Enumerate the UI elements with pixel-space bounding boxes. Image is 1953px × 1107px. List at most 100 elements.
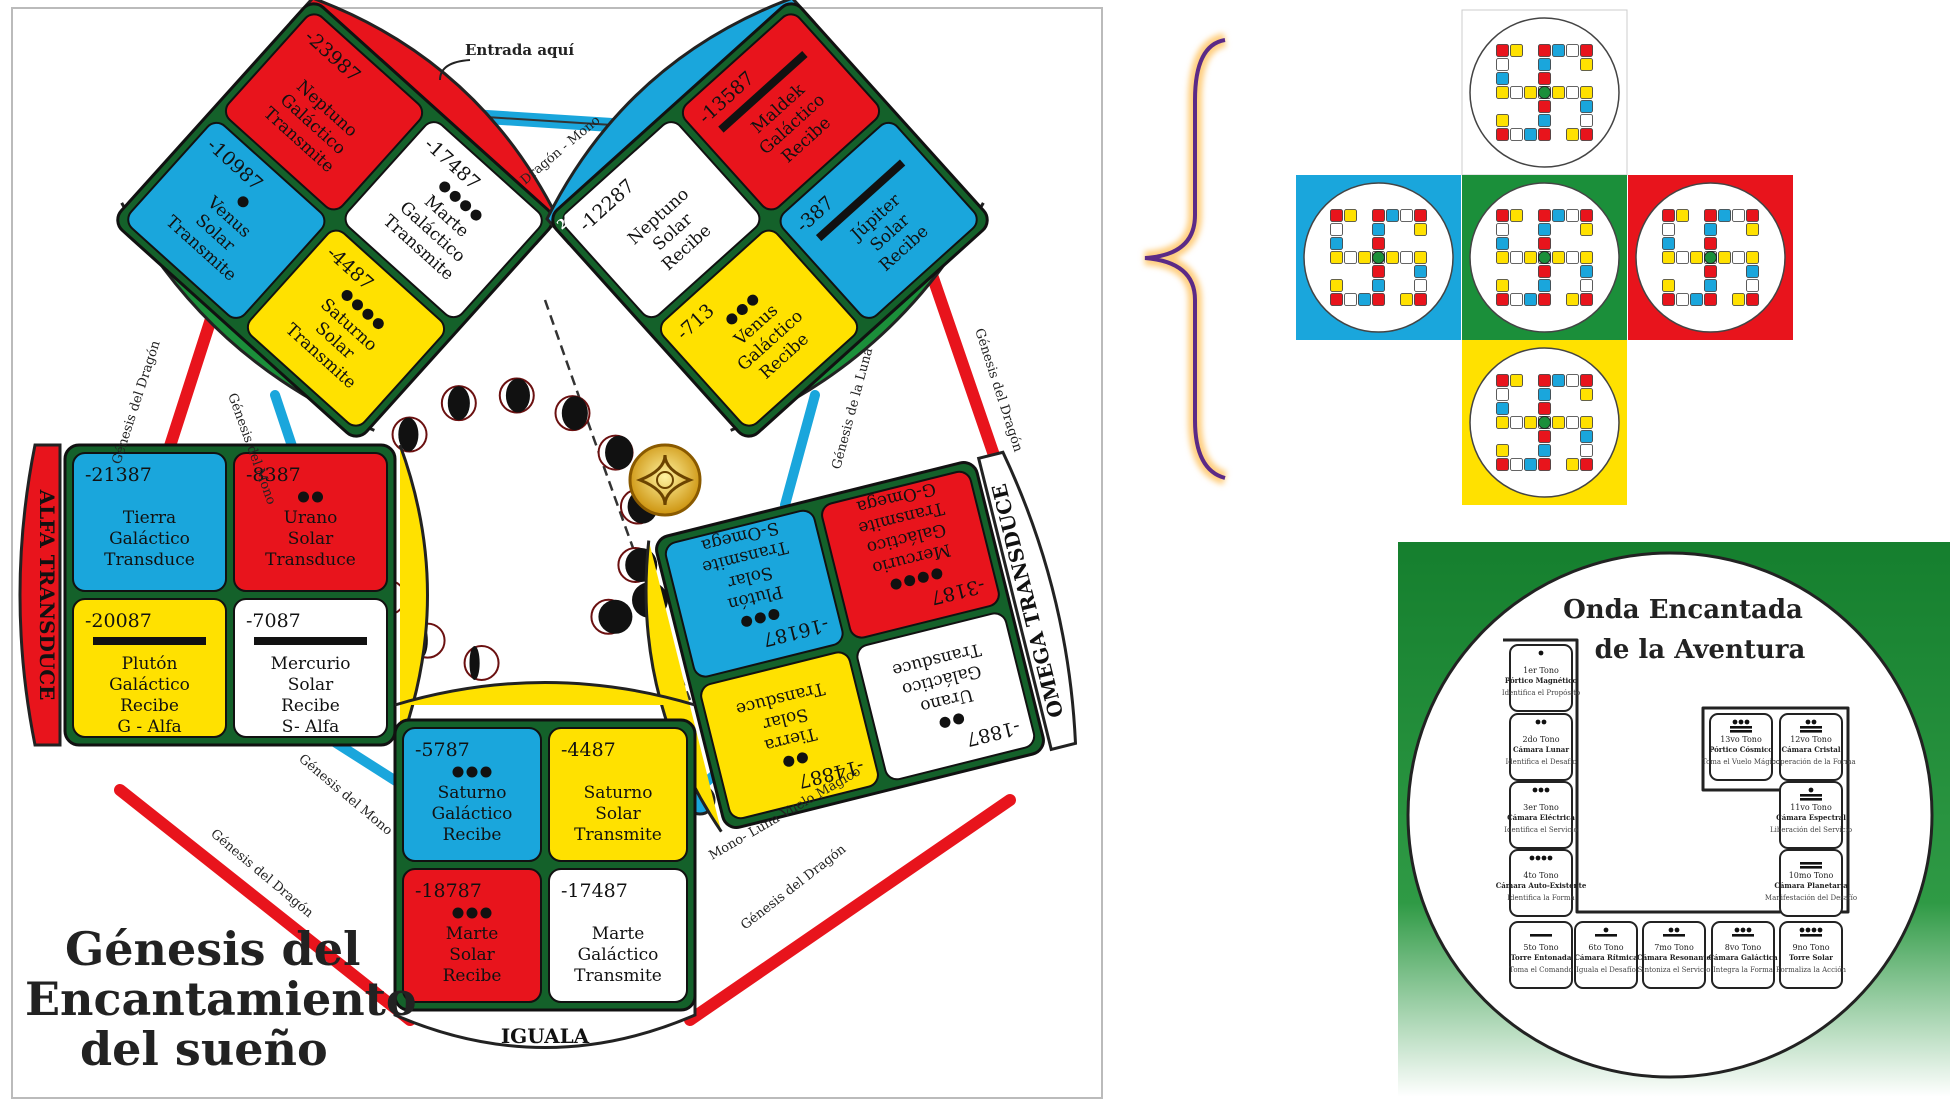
tone-number: 10mo Tono (1789, 871, 1834, 880)
cell-number: -4487 (561, 739, 616, 761)
cell-label: Recibe (120, 696, 179, 716)
castle-transmite: TRANSMITE-23987NeptunoGalácticoTransmite… (116, 0, 560, 438)
tone-desc: Identifica el Desafío (1505, 758, 1576, 766)
dot-mark (341, 289, 353, 301)
tone-number: 6to Tono (1588, 943, 1623, 952)
tone-name: Cámara Planetaria (1774, 881, 1848, 890)
dot-mark (754, 612, 766, 624)
dot-mark (783, 755, 795, 767)
tone-desc: Identifica el Servicio (1504, 826, 1577, 834)
bar-mark (93, 637, 206, 645)
entry-arrow (439, 59, 471, 81)
tone-name: Cámara Galáctica (1708, 953, 1778, 962)
cell-label: Solar (288, 529, 334, 549)
bar-mark (718, 51, 808, 133)
cell-label: Mercurio (271, 654, 351, 674)
bar-mark (815, 159, 906, 242)
moon-icon (391, 416, 428, 453)
dot-mark (747, 294, 759, 306)
tone-name: Pórtico Magnético (1505, 676, 1578, 685)
cube-face-center (1462, 175, 1627, 340)
tone-name: Torre Solar (1789, 953, 1833, 962)
tone-desc: Integra la Forma (1713, 966, 1773, 974)
tone-desc: Identifica la Forma (1507, 894, 1574, 902)
cell-label: Galáctico (109, 529, 190, 549)
cell-label: S- Alfa (282, 717, 340, 737)
cell-label: Transduce (104, 550, 195, 570)
dot-mark (890, 578, 902, 590)
wave-title: Onda Encantada (1563, 595, 1803, 625)
dot-mark (362, 308, 374, 320)
main-title-line: del sueño (80, 1022, 328, 1076)
dot-mark (736, 304, 748, 316)
dot-mark (466, 907, 478, 919)
cube-face-top (1461, 9, 1628, 176)
dot-mark (796, 752, 808, 764)
cell-label: Marte (446, 924, 499, 944)
main-title-line: Encantamiento (25, 972, 417, 1026)
moon-icon (440, 385, 477, 422)
cell-label: Solar (595, 804, 641, 824)
castle-iguala: IGUALA-5787SaturnoGalácticoRecibe-4487Sa… (393, 681, 697, 1049)
wave-panel: Onda Encantada de la Aventura 1er TonoPó… (1398, 542, 1950, 1097)
dot-mark (726, 313, 738, 325)
dot-mark (466, 766, 478, 778)
castle-alfa: ALFA TRANSDUCE-21387TierraGalácticoTrans… (18, 443, 429, 747)
castle-recibe: RECIBE-12287NeptunoSolarRecibe-13587Mald… (545, 0, 989, 438)
main-title: Génesis del Encantamiento del sueño (25, 922, 417, 1076)
tone-desc: Iguala el Desafío (1576, 966, 1636, 974)
castle-band (976, 450, 1078, 752)
tone-name: Pórtico Cósmico (1709, 745, 1773, 754)
tone-desc: Sintoniza el Servicio (1638, 966, 1711, 974)
dot-mark (917, 571, 929, 583)
cell-label: Transmite (574, 825, 662, 845)
tone-name: Cámara Resonante (1637, 953, 1712, 962)
bar-mark (254, 637, 367, 645)
tone-number: 13vo Tono (1720, 735, 1762, 744)
tone-name: Cámara Lunar (1513, 745, 1569, 754)
cell-label: Saturno (438, 783, 507, 803)
tone-number: 12vo Tono (1790, 735, 1832, 744)
castle-band (18, 443, 62, 747)
castles: TRANSMITE-23987NeptunoGalácticoTransmite… (18, 0, 1078, 1049)
tone-number: 5to Tono (1523, 943, 1558, 952)
tone-name: Cámara Espectral (1776, 813, 1846, 822)
dot-mark (480, 766, 492, 778)
dot-mark (953, 713, 965, 725)
cell-number: -21387 (85, 464, 152, 486)
cell-label: Plutón (122, 654, 178, 674)
dot-mark (312, 491, 323, 503)
tone-name: Cámara Rítmica (1574, 953, 1638, 962)
tone-name: Cámara Auto-Existente (1496, 881, 1587, 890)
cell-label: Galáctico (432, 804, 513, 824)
cell-label: Recibe (443, 966, 502, 986)
moon-icon (597, 434, 634, 471)
cell-label: G - Alfa (117, 717, 181, 737)
tone-number: 4to Tono (1523, 871, 1558, 880)
cell-label: Tierra (123, 508, 176, 528)
cell-label: Solar (288, 675, 334, 695)
dot-mark (237, 196, 249, 208)
tone-number: 2do Tono (1522, 735, 1559, 744)
tone-desc: Cooperación de la Forma (1766, 758, 1855, 766)
entry-label: Entrada aquí (465, 41, 574, 59)
genesis-panel: TRANSMITE-23987NeptunoGalácticoTransmite… (11, 0, 1103, 1099)
cell-label: Saturno (584, 783, 653, 803)
